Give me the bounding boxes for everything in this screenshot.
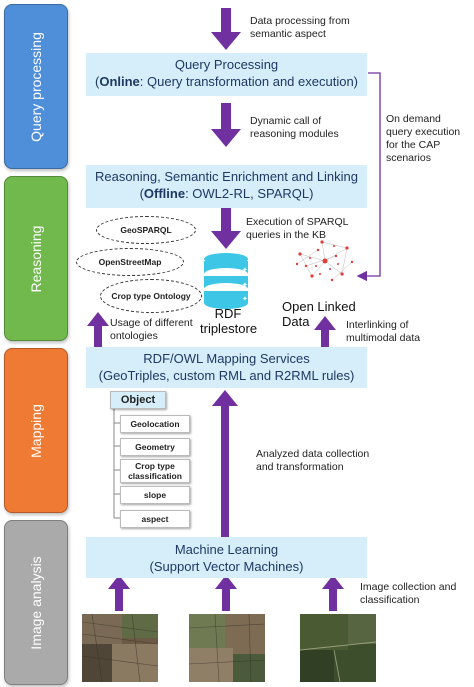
box-subtitle: (GeoTriples, custom RML and R2RML rules) [98,368,355,383]
object-item: slope [120,486,190,504]
object-item: Crop type classification [120,459,190,483]
note-data-processing: Data processing from semantic aspect [250,15,350,40]
box-title: Machine Learning [174,542,279,557]
triplestore-label: RDF triplestore [200,306,258,336]
query-processing-box: Query Processing (Online: Query transfor… [86,53,367,96]
band-reasoning: Reasoning [4,176,68,341]
svg-text:✦: ✦ [242,266,248,274]
arrow-up-icon [322,575,344,611]
note-interlinking: Interlinking of multimodal data [346,319,421,344]
svg-text:✦: ✦ [242,295,248,303]
satellite-image [82,614,158,682]
object-item: aspect [120,510,190,528]
linked-data-graph-icon [295,240,354,282]
satellite-image [189,614,265,682]
ontology-openstreetmap: OpenStreetMap [76,248,184,276]
object-title: Object [110,391,166,409]
reasoning-box: Reasoning, Semantic Enrichment and Linki… [86,165,367,208]
note-execution-sparql: Execution of SPARQL queries in the KB [246,216,349,241]
mapping-box: RDF/OWL Mapping Services (GeoTriples, cu… [86,347,367,388]
note-image-collection: Image collection and classification [360,581,457,606]
box-subtitle: (Online: Query transformation and execut… [94,74,359,89]
arrow-up-icon [314,316,336,356]
open-linked-data-label: Open Linked Data [282,299,356,329]
arrow-up-icon [108,575,130,611]
note-usage-ontologies: Usage of different ontologies [110,317,193,342]
ontology-geosparql: GeoSPARQL [96,216,196,244]
arrow-down-icon [211,8,241,50]
box-title: Reasoning, Semantic Enrichment and Linki… [94,169,359,184]
svg-text:✦: ✦ [242,281,248,289]
arrow-up-icon [212,390,238,537]
box-subtitle: (Support Vector Machines) [149,559,304,574]
ontology-crop-type: Crop type Ontology [100,279,202,313]
box-subtitle: (Offline: OWL2-RL, SPARQL) [139,186,314,201]
box-title: Query Processing [174,57,279,72]
object-item: Geolocation [120,415,190,433]
arrow-up-icon [87,312,109,356]
band-query-processing: Query processing [4,4,68,169]
database-icon: ✦ ✦ ✦ [204,253,248,309]
band-mapping: Mapping [4,348,68,513]
on-demand-connector [356,72,381,282]
object-item: Geometry [120,438,190,456]
note-on-demand: On demand query execution for the CAP sc… [386,113,461,164]
box-title: RDF/OWL Mapping Services [143,351,310,366]
arrow-down-icon [211,205,241,249]
note-analyzed: Analyzed data collection and transformat… [256,448,370,473]
note-dynamic-call: Dynamic call of reasoning modules [250,115,339,140]
band-image-analysis: Image analysis [4,520,68,685]
machine-learning-box: Machine Learning (Support Vector Machine… [86,537,367,578]
arrow-down-icon [211,103,241,147]
satellite-image [300,614,376,682]
arrow-up-icon [215,575,237,611]
